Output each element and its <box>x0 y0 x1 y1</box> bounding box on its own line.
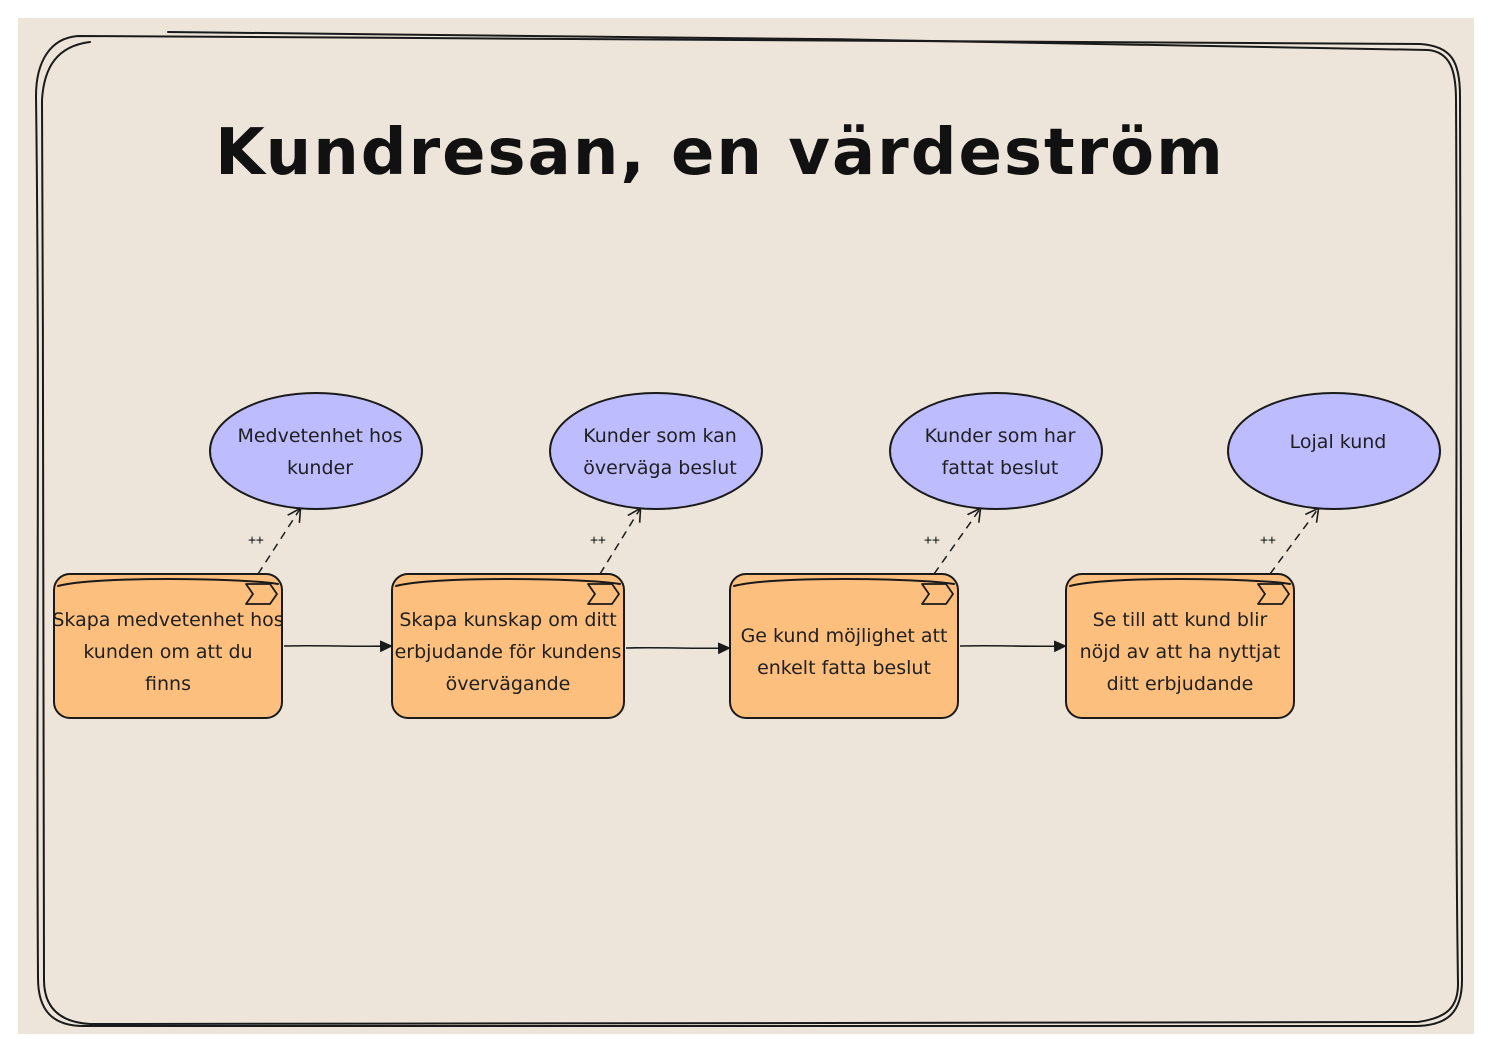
outcome-shape <box>209 392 423 510</box>
outcome-shape <box>1227 392 1441 510</box>
stage-label-line: Skapa kunskap om ditt <box>399 609 616 631</box>
stage-sketch-line <box>395 578 621 587</box>
stage-group: Skapa medvetenhet hos kunden om att du fin… <box>52 573 1295 719</box>
stage-label-line: Se till att kund blir <box>1093 609 1268 631</box>
stage-label-line: enkelt fatta beslut <box>757 657 931 679</box>
flow-arrow <box>625 642 731 655</box>
outcome-ellipse[interactable]: Lojal kund <box>1227 392 1441 510</box>
stage-sketch-line <box>57 578 279 587</box>
stage-shape <box>729 573 959 719</box>
stage-label-line: Skapa medvetenhet hos <box>52 609 283 631</box>
outcome-group: Medvetenhet hos kunder Kunder som kan överv… <box>209 392 1441 510</box>
stage-box[interactable]: Se till att kund blir nöjd av att ha nytt… <box>1065 573 1295 719</box>
stage-label-line: nöjd av att ha nyttjat <box>1080 641 1281 663</box>
outcome-label-line: Kunder som har <box>925 425 1076 447</box>
stage-sketch-line <box>733 578 955 587</box>
value-stream-icon <box>587 583 620 605</box>
stage-label-line: Ge kund möjlighet att <box>741 625 948 647</box>
stage-label-line: finns <box>145 673 191 695</box>
stage-label-line: kunden om att du <box>83 641 252 663</box>
connectors: ++ ++ ++ ++ <box>248 509 1318 655</box>
outcome-ellipse[interactable]: Kunder som kan överväga beslut <box>549 392 763 510</box>
value-stream-icon <box>1257 583 1290 605</box>
influence-label: ++ <box>924 533 940 548</box>
influence-label: ++ <box>1260 533 1276 548</box>
stage-shape <box>391 573 625 719</box>
value-stream-icon <box>921 583 954 605</box>
stage-box[interactable]: Skapa kunskap om ditt erbjudande för kund… <box>391 573 625 719</box>
influence-arrow <box>599 509 640 575</box>
outcome-label-line: Kunder som kan <box>583 425 737 447</box>
outcome-ellipse[interactable]: Medvetenhet hos kunder <box>209 392 423 510</box>
stage-label-line: erbjudande för kundens <box>395 641 622 663</box>
influence-label: ++ <box>248 533 264 548</box>
stage-shape <box>1065 573 1295 719</box>
outcome-label-line: Medvetenhet hos <box>237 425 402 447</box>
stage-label-line: ditt erbjudande <box>1107 673 1254 695</box>
outcome-ellipse[interactable]: Kunder som har fattat beslut <box>889 392 1103 510</box>
value-stream-icon <box>245 583 278 605</box>
outcome-label-line: fattat beslut <box>942 457 1059 479</box>
diagram-title: Kundresan, en värdeström <box>215 116 1225 190</box>
stage-box[interactable]: Skapa medvetenhet hos kunden om att du fin… <box>52 573 284 719</box>
outcome-label-line: Lojal kund <box>1290 431 1387 453</box>
outcome-shape <box>549 392 763 510</box>
background-panel <box>18 18 1474 1034</box>
outcome-shape <box>889 392 1103 510</box>
stage-box[interactable]: Ge kund möjlighet att enkelt fatta beslut <box>729 573 959 719</box>
outcome-label-line: överväga beslut <box>583 457 736 479</box>
stage-shape <box>53 573 283 719</box>
flow-arrow <box>959 640 1067 653</box>
flow-arrow <box>283 640 393 653</box>
stage-sketch-line <box>1069 578 1291 587</box>
sketch-frame <box>35 31 1463 1028</box>
influence-label: ++ <box>590 533 606 548</box>
outcome-label-line: kunder <box>287 457 353 479</box>
stage-label-line: övervägande <box>446 673 571 695</box>
